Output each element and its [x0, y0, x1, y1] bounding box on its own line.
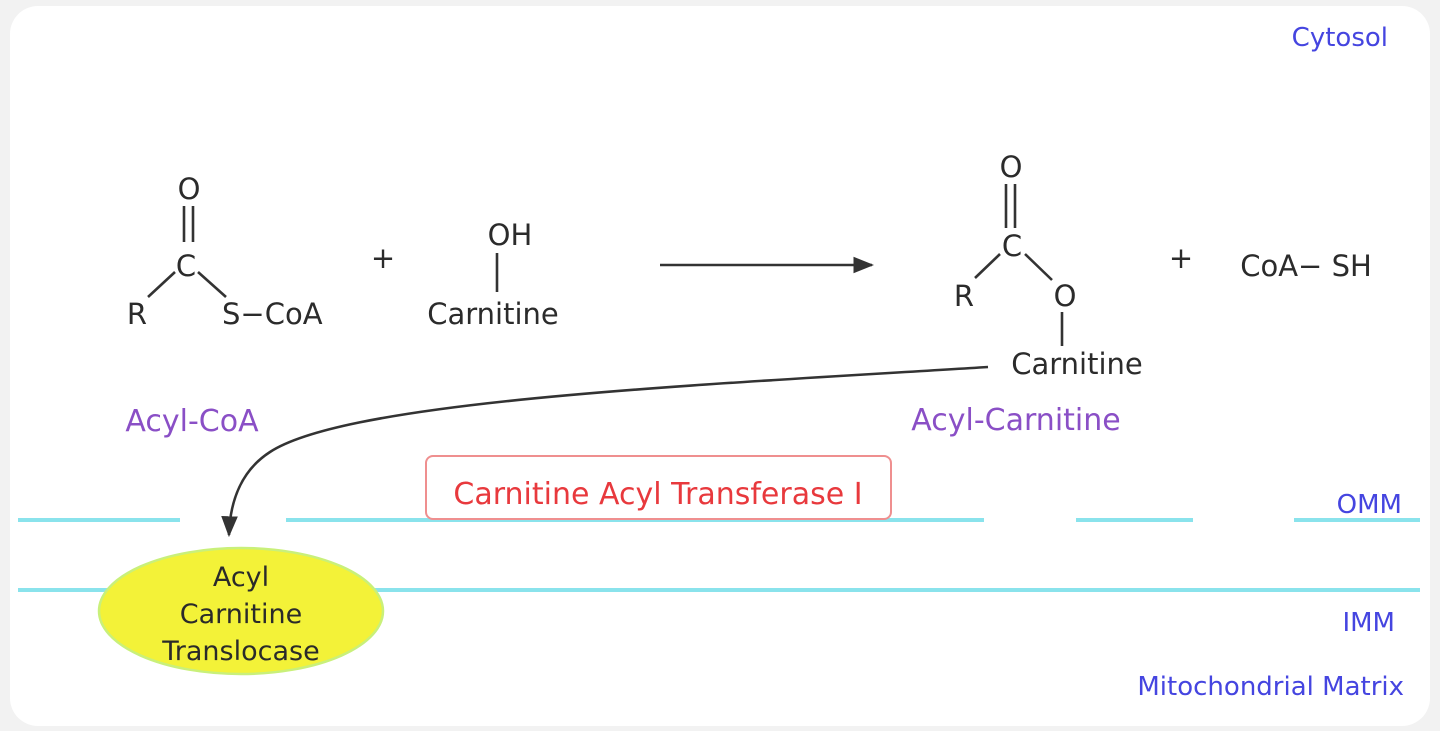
acyl-carnitine-name: Acyl-Carnitine	[911, 403, 1120, 438]
enzyme-box: Carnitine Acyl Transferase I	[425, 455, 892, 520]
cytosol-label: Cytosol	[1292, 23, 1388, 53]
translocase-line-3: Translocase	[161, 636, 319, 667]
plus-sign: +	[371, 241, 395, 275]
acyl-carnitine-carnitine: Carnitine	[1011, 347, 1143, 381]
transport-arrow	[221, 365, 989, 538]
acyl-coa-r-group: R	[127, 297, 147, 331]
acyl-coa-name: Acyl-CoA	[125, 404, 259, 439]
acyl-carnitine-carbon: C	[1002, 229, 1022, 263]
acyl-carnitine-structure: O C R O Carnitine	[954, 150, 1143, 381]
imm-label: IMM	[1342, 608, 1395, 638]
acyl-carnitine-translocase: Acyl Carnitine Translocase	[97, 546, 385, 676]
acyl-coa-oxygen: O	[178, 172, 201, 206]
acyl-carnitine-ester-oxygen: O	[1054, 279, 1077, 313]
carnitine-label: Carnitine	[427, 297, 559, 331]
acyl-coa-structure: O C R S−CoA	[127, 172, 323, 331]
carnitine-hydroxyl: OH	[488, 218, 533, 252]
matrix-label: Mitochondrial Matrix	[1137, 672, 1404, 702]
carnitine-structure: OH Carnitine	[427, 218, 559, 331]
acyl-carnitine-r-group: R	[954, 279, 974, 313]
acyl-coa-carbon: C	[176, 249, 196, 283]
omm-label: OMM	[1337, 490, 1402, 520]
acyl-carnitine-carbonyl-oxygen: O	[1000, 150, 1023, 184]
plus-sign-2: +	[1169, 241, 1193, 275]
enzyme-label: Carnitine Acyl Transferase I	[453, 477, 862, 512]
acyl-coa-s-coa: S−CoA	[222, 297, 323, 331]
coa-sh: CoA− SH	[1240, 249, 1372, 283]
translocase-line-1: Acyl	[213, 562, 269, 593]
reaction-diagram: Cytosol OMM IMM Mitochondrial Matrix O C…	[18, 23, 1420, 702]
translocase-line-2: Carnitine	[180, 599, 302, 630]
diagram-frame: Cytosol OMM IMM Mitochondrial Matrix O C…	[10, 6, 1430, 726]
